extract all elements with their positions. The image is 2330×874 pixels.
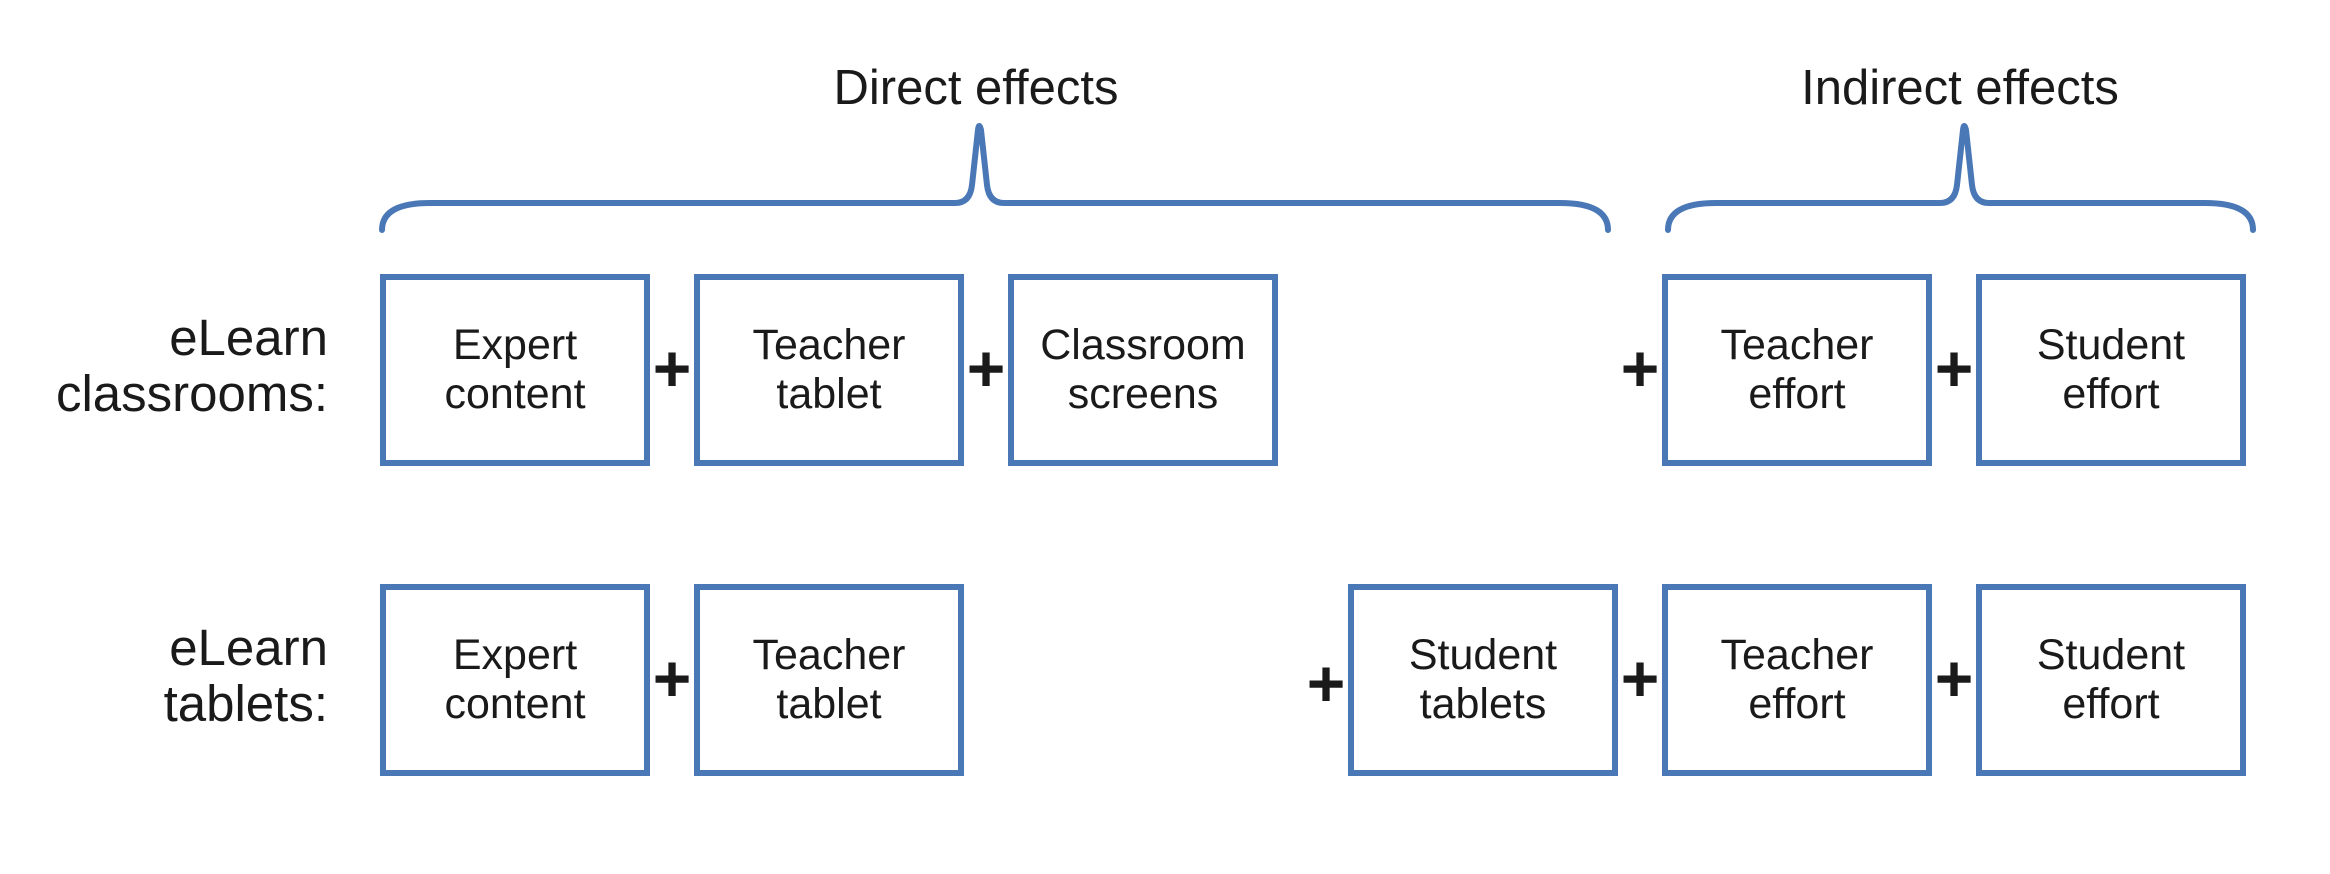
box-label-line: Teacher [752, 631, 906, 679]
box-label-line: Student [2036, 631, 2186, 679]
direct-effects-brace [379, 123, 1611, 233]
row-label-line: eLearn [169, 309, 328, 366]
box-label-line: content [444, 680, 586, 728]
plus-operator: + [1620, 331, 1660, 405]
box-label-line: content [444, 370, 586, 418]
box-student-effort: Student effort [1976, 274, 2246, 466]
indirect-effects-title: Indirect effects [1801, 61, 2119, 115]
box-teacher-tablet: Teacher tablet [694, 584, 964, 776]
indirect-effects-brace [1665, 123, 2256, 233]
box-label-line: Teacher [1720, 321, 1874, 369]
box-teacher-effort: Teacher effort [1662, 274, 1932, 466]
row-label-tablets: eLearn tablets: [164, 620, 328, 732]
box-label-line: Expert [452, 631, 578, 679]
box-label-line: effort [2062, 680, 2160, 728]
box-label-line: tablets [1419, 680, 1547, 728]
box-label-line: effort [2062, 370, 2160, 418]
box-label-line: Teacher [752, 321, 906, 369]
box-student-effort: Student effort [1976, 584, 2246, 776]
box-label-line: Teacher [1720, 631, 1874, 679]
box-label-line: tablet [776, 680, 882, 728]
box-student-tablets: Student tablets [1348, 584, 1618, 776]
plus-operator: + [1934, 331, 1974, 405]
plus-operator: + [966, 331, 1006, 405]
box-label-line: Expert [452, 321, 578, 369]
plus-operator: + [1620, 641, 1660, 715]
plus-operator: + [652, 641, 692, 715]
box-teacher-effort: Teacher effort [1662, 584, 1932, 776]
box-expert-content: Expert content [380, 584, 650, 776]
box-teacher-tablet: Teacher tablet [694, 274, 964, 466]
plus-operator: + [1934, 641, 1974, 715]
plus-operator: + [652, 331, 692, 405]
box-expert-content: Expert content [380, 274, 650, 466]
box-label-line: screens [1067, 370, 1219, 418]
box-label-line: Student [1408, 631, 1558, 679]
plus-operator: + [1306, 646, 1346, 720]
box-label-line: tablet [776, 370, 882, 418]
box-label-line: Classroom [1040, 321, 1246, 369]
row-label-line: tablets: [163, 675, 328, 732]
box-classroom-screens: Classroom screens [1008, 274, 1278, 466]
row-label-line: eLearn [169, 619, 328, 676]
row-label-classrooms: eLearn classrooms: [56, 310, 328, 422]
box-label-line: effort [1748, 370, 1846, 418]
box-label-line: Student [2036, 321, 2186, 369]
direct-effects-title: Direct effects [833, 61, 1119, 115]
row-label-line: classrooms: [55, 365, 328, 422]
box-label-line: effort [1748, 680, 1846, 728]
